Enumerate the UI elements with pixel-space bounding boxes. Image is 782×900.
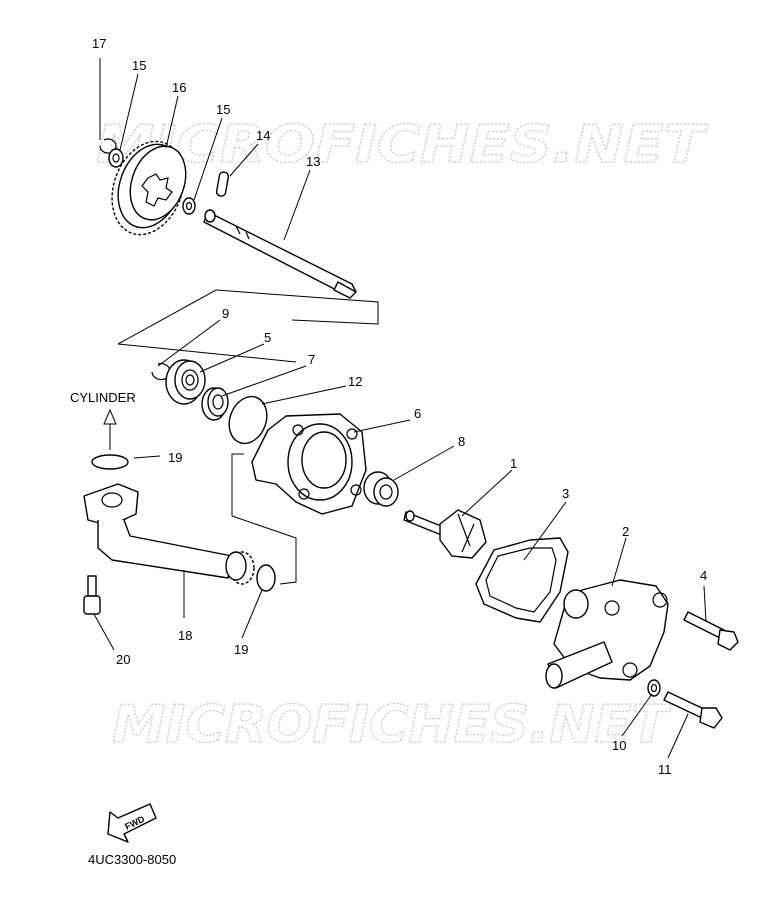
callout-17: 17 xyxy=(92,36,106,51)
group-bracket-lower xyxy=(231,453,297,585)
callout-7: 7 xyxy=(308,352,315,367)
part-7-oil-seal xyxy=(201,387,229,421)
callout-6: 6 xyxy=(414,406,421,421)
callout-1: 1 xyxy=(510,456,517,471)
callout-18: 18 xyxy=(178,628,192,643)
callout-15-left: 15 xyxy=(132,58,146,73)
part-15-washer-left xyxy=(108,148,124,168)
part-14-pin xyxy=(215,171,230,197)
callout-13: 13 xyxy=(306,154,320,169)
part-18-water-pipe xyxy=(83,483,255,585)
cylinder-reference-label: CYLINDER xyxy=(70,390,136,405)
callout-14: 14 xyxy=(256,128,270,143)
leader-lines xyxy=(93,58,707,759)
part-19-o-ring-lower xyxy=(256,564,276,592)
part-5-bearing xyxy=(165,359,206,405)
part-4-bolt xyxy=(683,611,739,651)
callout-8: 8 xyxy=(458,434,465,449)
part-19-o-ring-top xyxy=(91,454,129,470)
forward-arrow-icon: FWD xyxy=(107,803,157,843)
callout-12: 12 xyxy=(348,374,362,389)
callout-16: 16 xyxy=(172,80,186,95)
part-3-gasket xyxy=(475,537,569,623)
part-15-washer-right xyxy=(182,197,196,215)
part-12-o-ring xyxy=(228,395,268,445)
callout-15-right: 15 xyxy=(216,102,230,117)
callout-11: 11 xyxy=(658,762,672,777)
part-11-bolt xyxy=(663,691,723,729)
part-2-pump-cover xyxy=(545,579,669,689)
callout-9: 9 xyxy=(222,306,229,321)
part-1-impeller xyxy=(403,509,487,559)
part-10-washer xyxy=(647,679,661,697)
callout-3: 3 xyxy=(562,486,569,501)
part-20-bolt xyxy=(83,575,101,615)
watermark-bottom: MICROFICHES.NET xyxy=(112,695,672,755)
callout-5: 5 xyxy=(264,330,271,345)
cylinder-arrow xyxy=(103,408,117,425)
part-13-impeller-shaft xyxy=(203,209,357,299)
part-16-impeller-gear xyxy=(111,140,187,236)
group-bracket-upper xyxy=(117,289,379,345)
watermark-top: MICROFICHES.NET xyxy=(96,115,708,175)
callout-labels: 17 15 16 15 14 13 9 5 7 12 6 8 1 3 2 4 1… xyxy=(92,36,707,777)
part-6-pump-housing xyxy=(251,413,367,515)
callout-20: 20 xyxy=(116,652,130,667)
diagram-code: 4UC3300-8050 xyxy=(88,852,176,867)
callout-19-lower: 19 xyxy=(234,642,248,657)
callout-2: 2 xyxy=(622,524,629,539)
callout-4: 4 xyxy=(700,568,707,583)
part-8-mechanical-seal xyxy=(363,471,399,507)
callout-10: 10 xyxy=(612,738,626,753)
callout-19-top: 19 xyxy=(168,450,182,465)
